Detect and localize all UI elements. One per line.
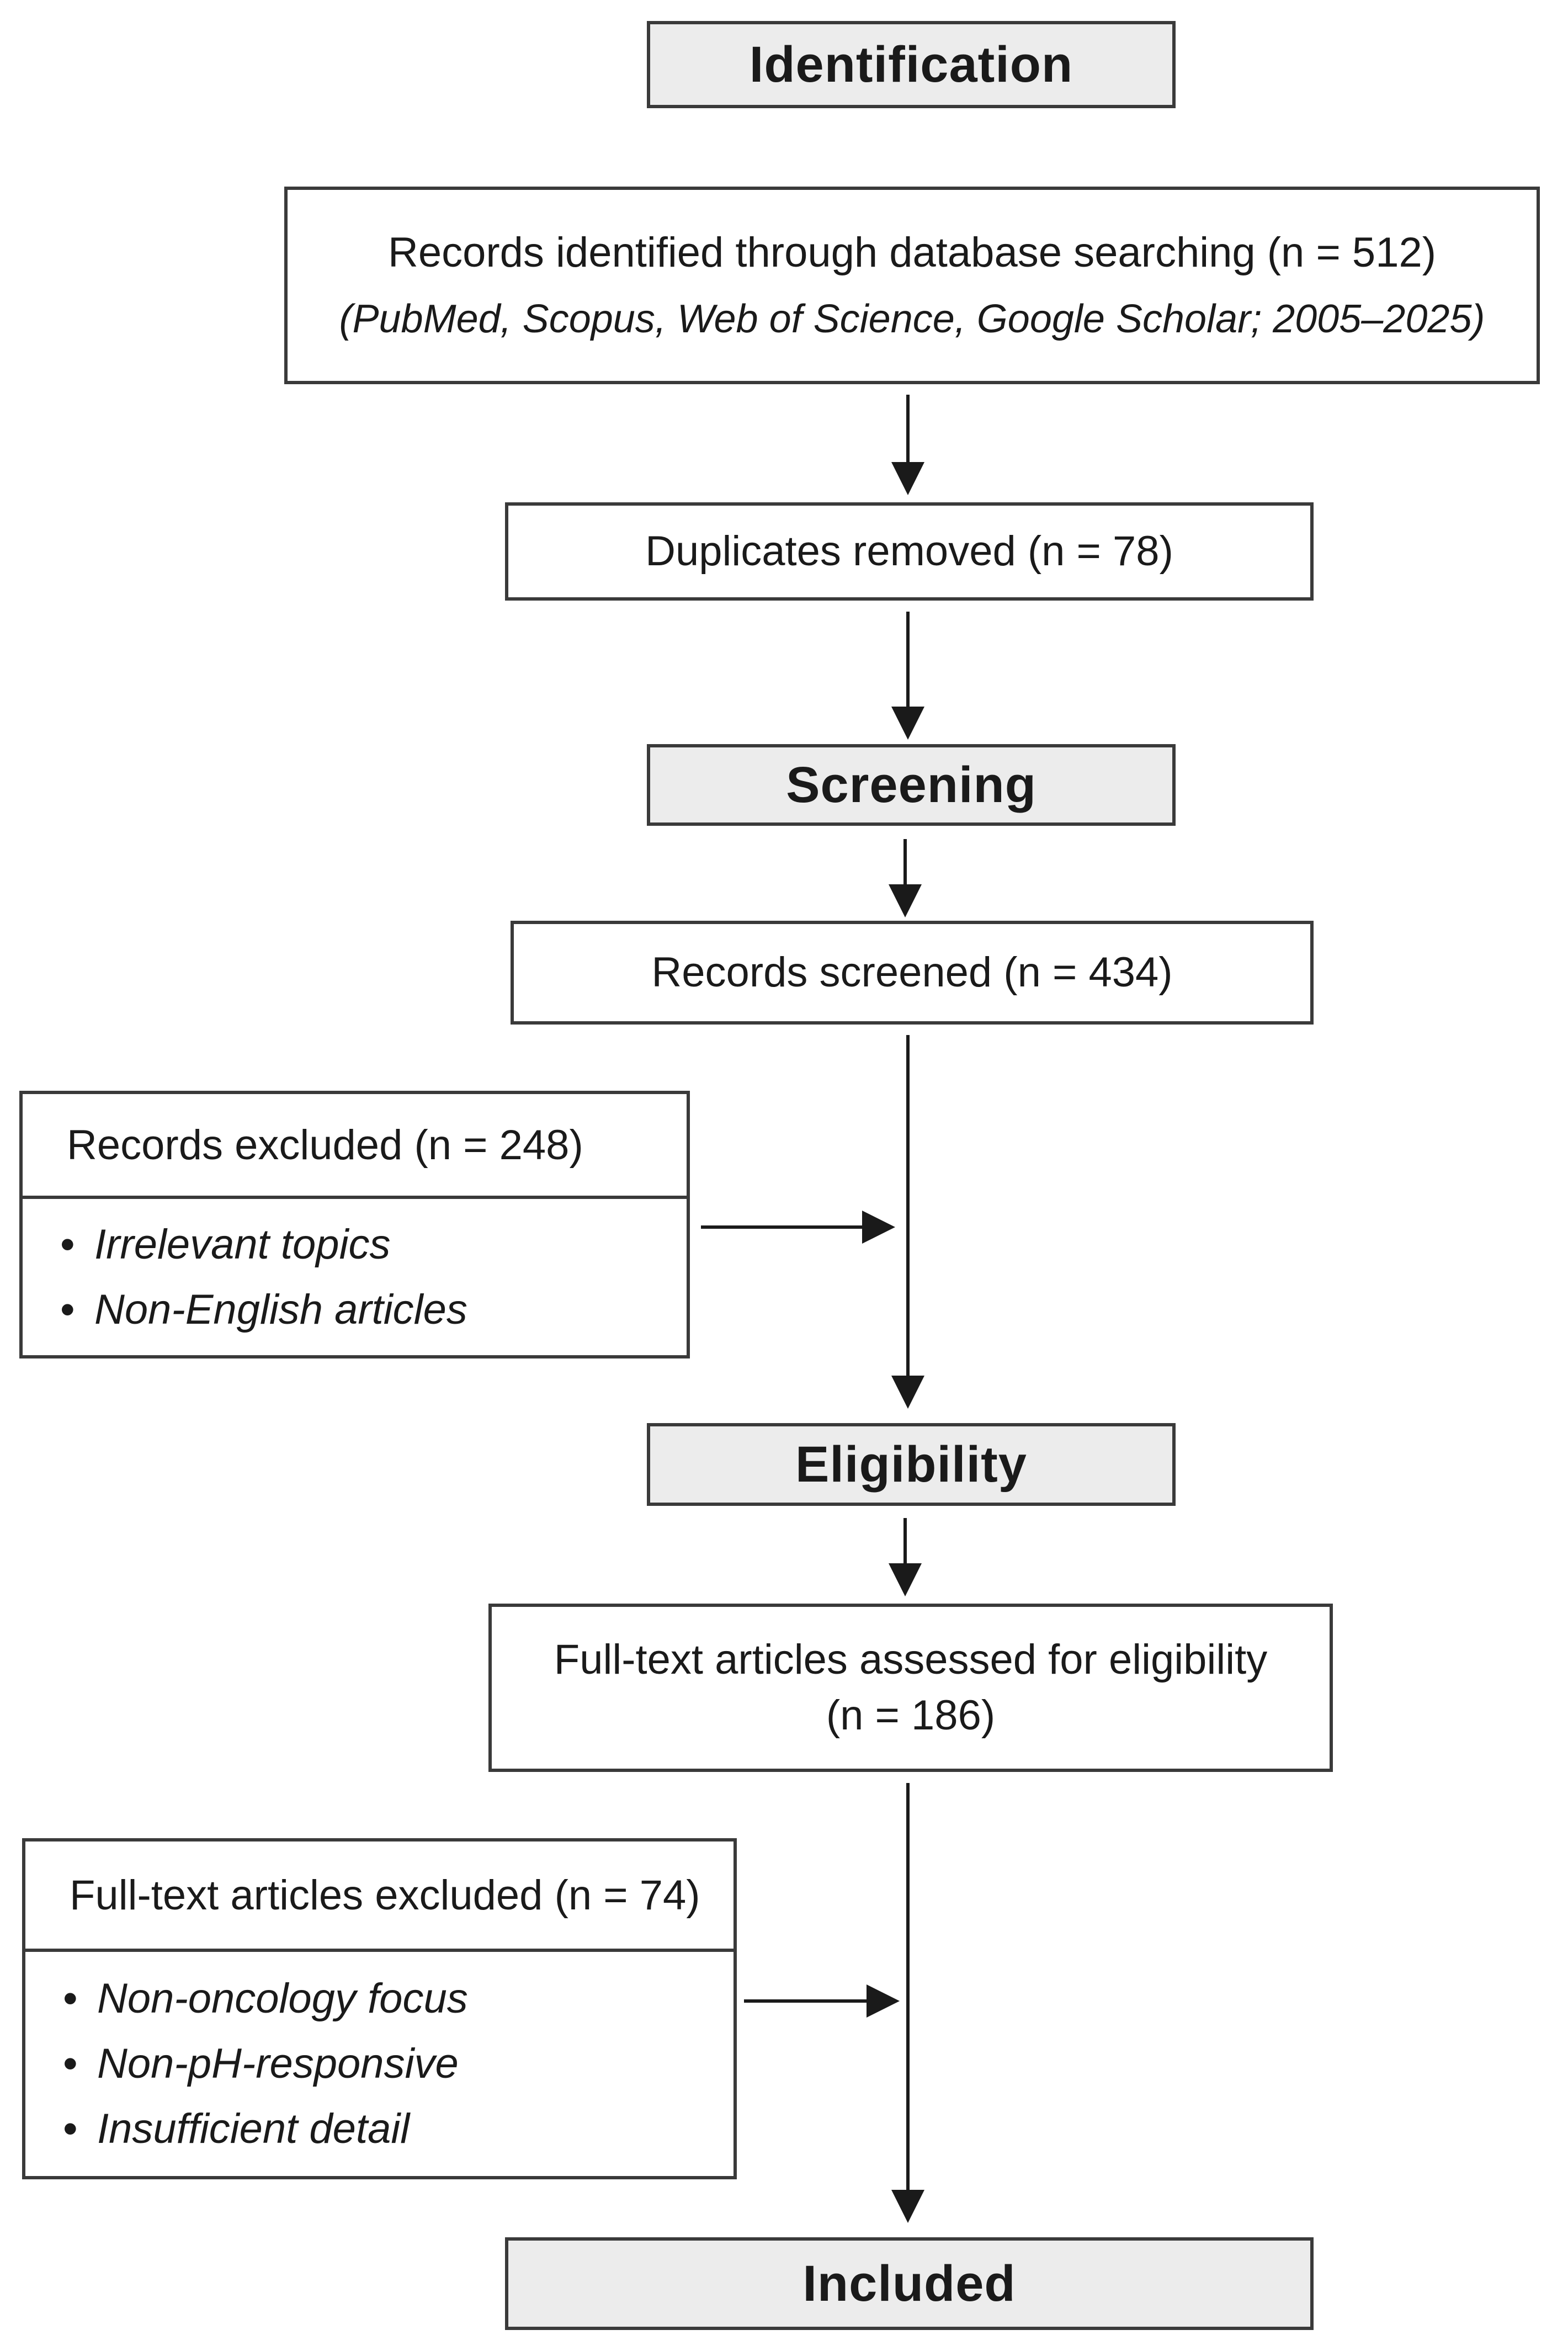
list-item: • Non-pH-responsive	[63, 2031, 733, 2097]
stage-screening: Screening	[647, 744, 1176, 826]
records-excluded-reason: Irrelevant topics	[94, 1220, 391, 1268]
fulltext-assessed-line1: Full-text articles assessed for eligibil…	[554, 1636, 1268, 1684]
records-identified-sources: (PubMed, Scopus, Web of Science, Google …	[339, 296, 1485, 341]
list-item: • Insufficient detail	[63, 2097, 733, 2162]
duplicates-removed-text: Duplicates removed (n = 78)	[645, 527, 1173, 575]
fulltext-assessed-box: Full-text articles assessed for eligibil…	[488, 1604, 1333, 1772]
bullet-icon: •	[63, 1975, 78, 2022]
bullet-icon: •	[63, 2040, 78, 2087]
bullet-icon: •	[63, 2105, 78, 2152]
records-excluded-box: Records excluded (n = 248) • Irrelevant t…	[19, 1091, 690, 1358]
records-identified-box: Records identified through database sear…	[284, 187, 1540, 384]
stage-included-label: Included	[802, 2255, 1016, 2312]
fulltext-assessed-line2: (n = 186)	[826, 1691, 996, 1739]
fulltext-excluded-reasons: • Non-oncology focus • Non-pH-responsive •…	[25, 1952, 733, 2176]
records-excluded-title: Records excluded (n = 248)	[67, 1121, 583, 1169]
stage-eligibility: Eligibility	[647, 1423, 1176, 1506]
bullet-icon: •	[60, 1220, 75, 1268]
fulltext-excluded-header: Full-text articles excluded (n = 74)	[25, 1841, 733, 1952]
list-item: • Non-oncology focus	[63, 1966, 733, 2031]
records-screened-box: Records screened (n = 434)	[511, 921, 1314, 1025]
records-screened-text: Records screened (n = 434)	[651, 948, 1173, 996]
fulltext-excluded-reason: Non-oncology focus	[97, 1975, 468, 2022]
fulltext-excluded-reason: Insufficient detail	[97, 2105, 410, 2152]
list-item: • Irrelevant topics	[60, 1212, 687, 1277]
bullet-icon: •	[60, 1286, 75, 1333]
fulltext-excluded-box: Full-text articles excluded (n = 74) • No…	[22, 1838, 737, 2179]
stage-identification: Identification	[647, 21, 1176, 108]
records-identified-text: Records identified through database sear…	[387, 229, 1437, 277]
records-excluded-header: Records excluded (n = 248)	[23, 1094, 687, 1199]
stage-eligibility-label: Eligibility	[795, 1436, 1027, 1493]
duplicates-removed-box: Duplicates removed (n = 78)	[505, 502, 1314, 601]
stage-screening-label: Screening	[786, 756, 1037, 813]
stage-identification-label: Identification	[749, 36, 1073, 93]
records-excluded-reason: Non-English articles	[94, 1286, 467, 1333]
stage-included: Included	[505, 2237, 1314, 2330]
list-item: • Non-English articles	[60, 1277, 687, 1342]
fulltext-excluded-title: Full-text articles excluded (n = 74)	[70, 1871, 700, 1919]
records-excluded-reasons: • Irrelevant topics • Non-English articles	[23, 1199, 687, 1355]
fulltext-excluded-reason: Non-pH-responsive	[97, 2040, 459, 2087]
